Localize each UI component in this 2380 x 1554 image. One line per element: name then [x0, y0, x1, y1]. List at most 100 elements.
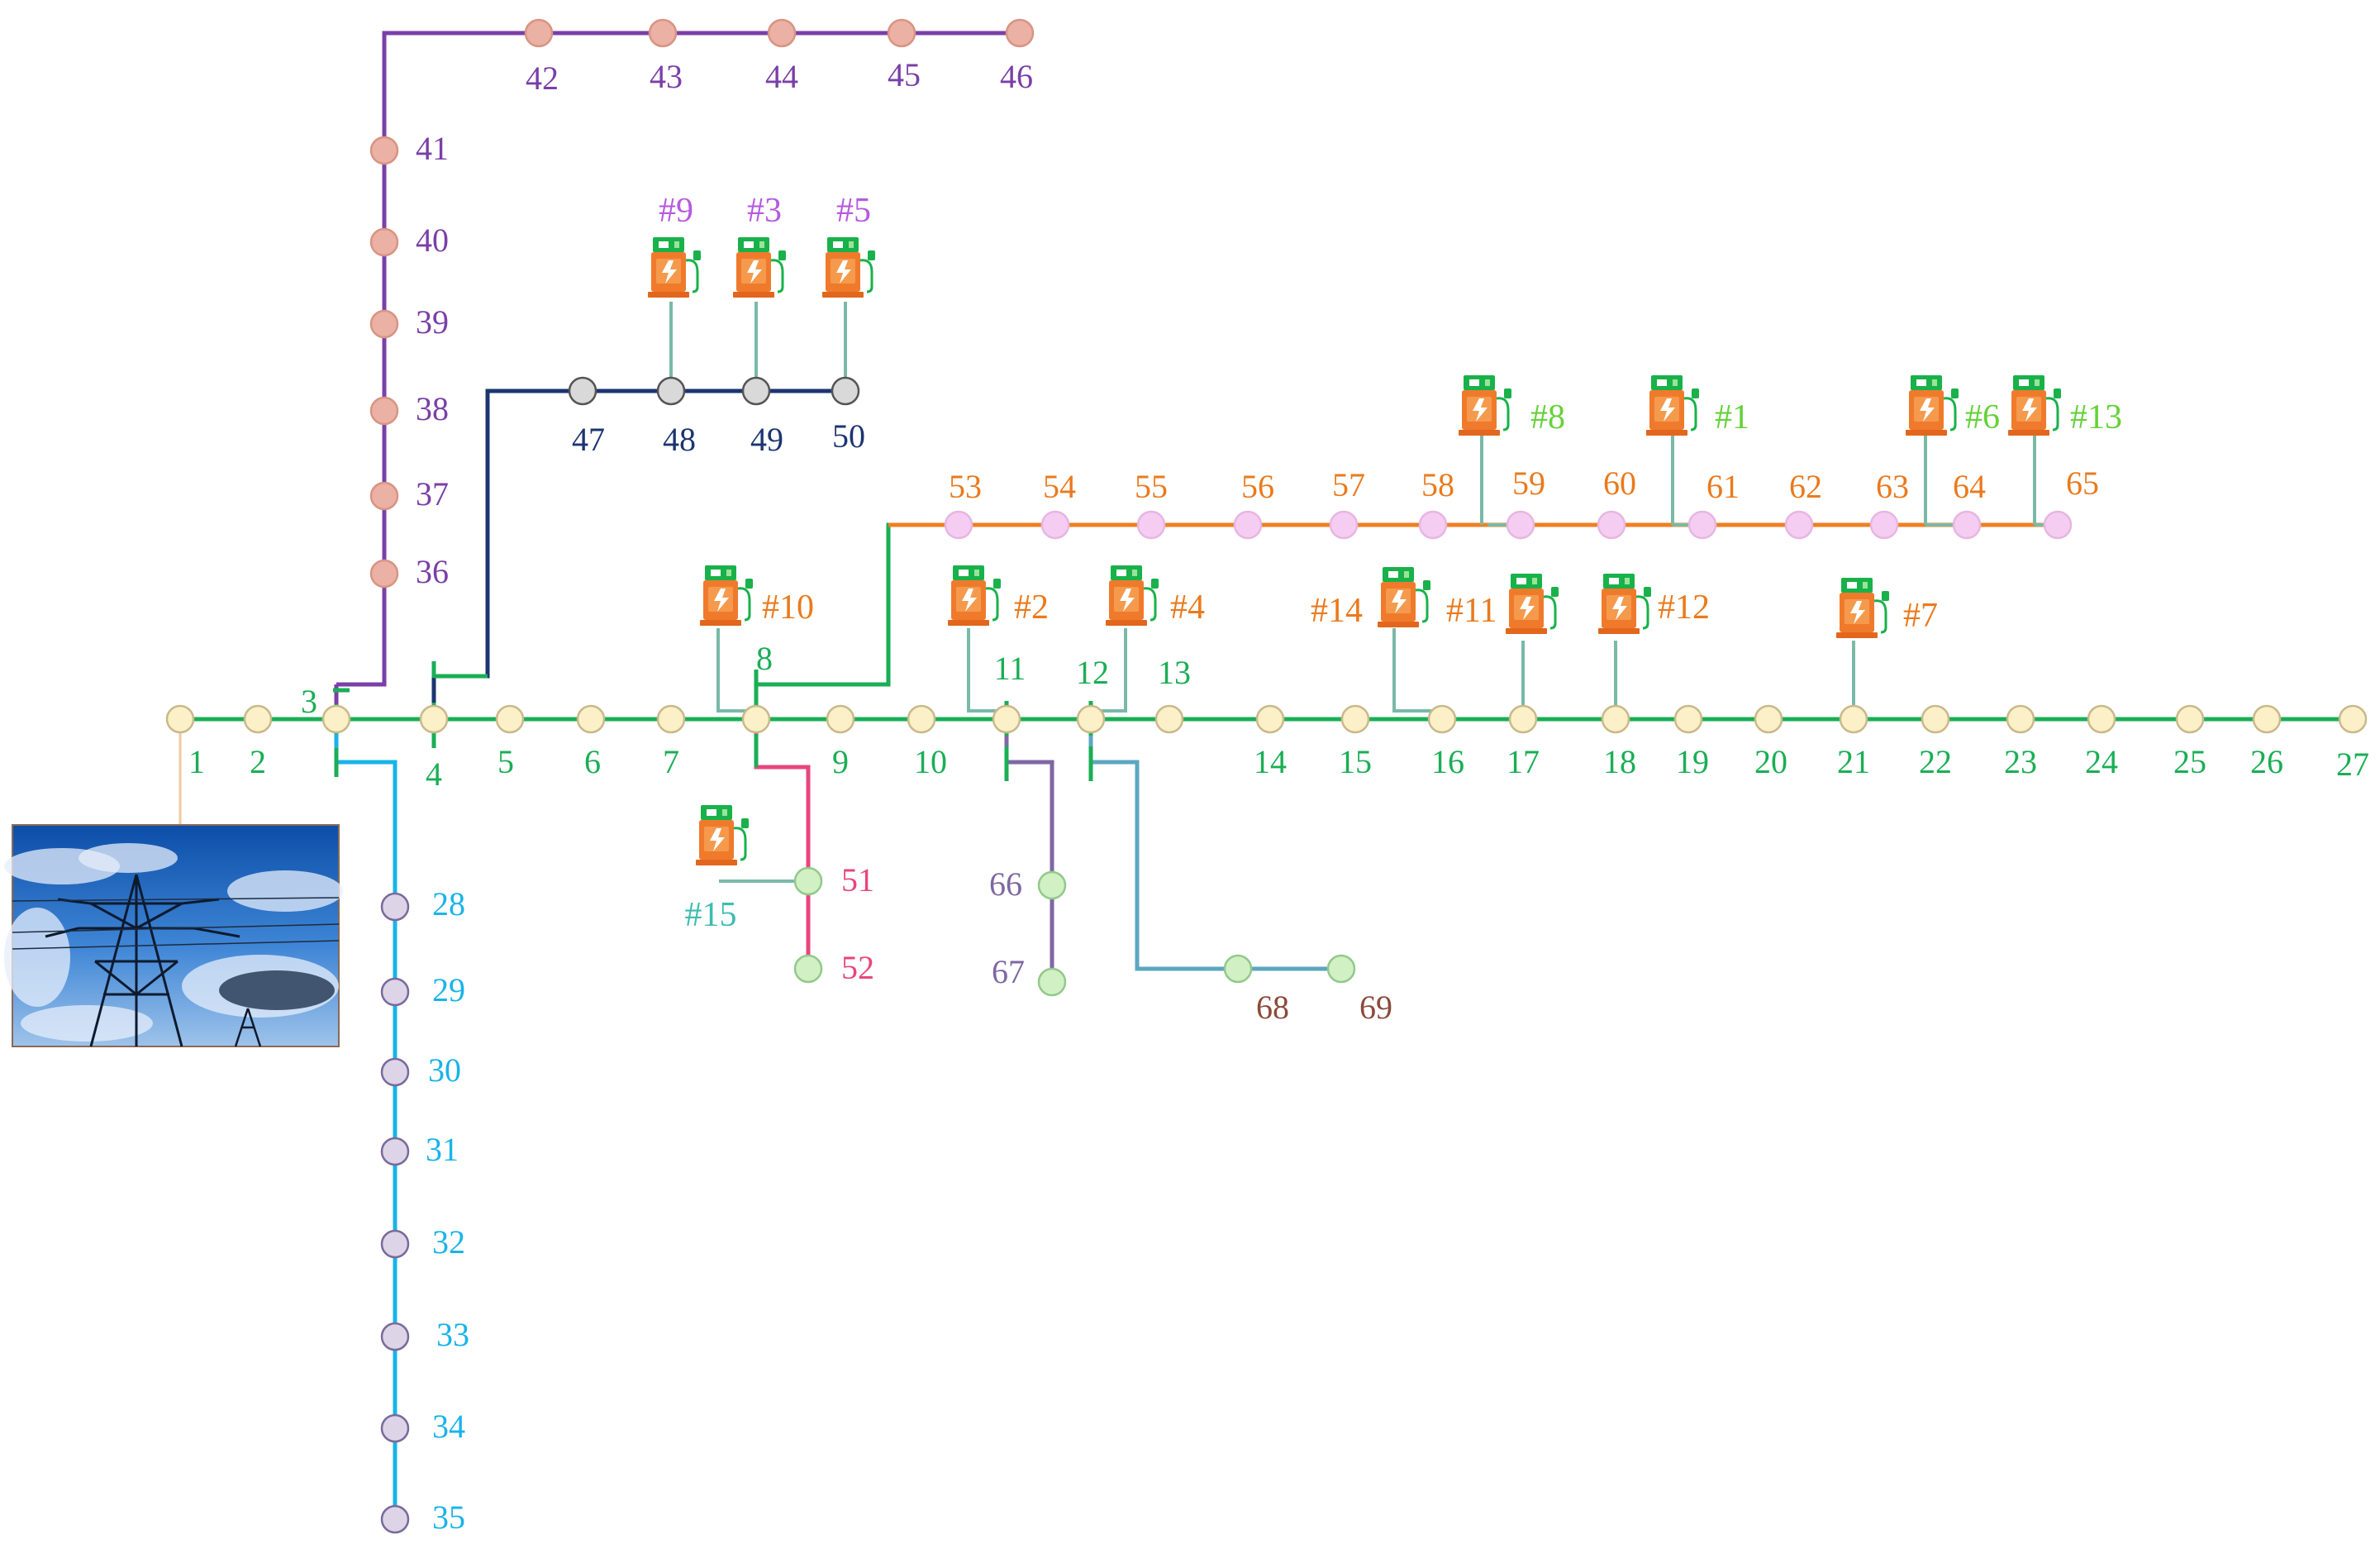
branch-line-66-67 [1004, 719, 1054, 982]
bus-node-52 [793, 954, 823, 984]
bus-node-33 [380, 1322, 410, 1351]
bus-node-35 [380, 1504, 410, 1534]
bus-node-26 [2252, 704, 2282, 734]
bus-node-28 [380, 892, 410, 922]
bus-node-9 [826, 704, 855, 734]
ev-station-label-3: #3 [747, 192, 782, 230]
bus-label-66: 66 [989, 865, 1022, 903]
ev-station-label-12: #12 [1658, 589, 1710, 627]
ev-charging-station-icon-1 [1645, 374, 1701, 437]
bus-node-66 [1037, 870, 1067, 900]
bus-node-41 [369, 136, 399, 165]
bus-node-12 [1076, 704, 1106, 734]
bus-label-19: 19 [1676, 743, 1709, 780]
bus-label-36: 36 [416, 553, 449, 590]
bus-label-10: 10 [914, 743, 947, 780]
bus-node-67 [1037, 967, 1067, 997]
bus-node-30 [380, 1057, 410, 1087]
bus-node-69 [1326, 954, 1356, 984]
bus-label-14: 14 [1254, 743, 1287, 780]
bus-label-12: 12 [1076, 654, 1109, 691]
bus-node-29 [380, 977, 410, 1007]
bus-label-38: 38 [416, 390, 449, 427]
bus-node-54 [1040, 510, 1070, 540]
photo-power-line [12, 940, 340, 950]
bus-node-11 [992, 704, 1021, 734]
photo-tower-strut [181, 898, 220, 905]
bus-label-54: 54 [1043, 468, 1076, 505]
ev-station-label-7: #7 [1903, 597, 1938, 635]
bus-label-48: 48 [663, 421, 696, 458]
photo-cloud [21, 1005, 153, 1042]
bus-label-17: 17 [1507, 743, 1540, 780]
ev-feeder-link [967, 628, 1007, 713]
ev-feeder-link [1392, 628, 1442, 713]
branch-line-28-35 [334, 719, 397, 1519]
ev-charging-station-icon-7 [1835, 576, 1891, 640]
ev-charging-station-icon-10 [698, 564, 754, 627]
bus-label-20: 20 [1754, 743, 1787, 780]
ev-station-label-1: #1 [1715, 398, 1749, 436]
bus-label-42: 42 [526, 60, 559, 97]
bus-label-25: 25 [2173, 743, 2206, 780]
photo-power-line [12, 923, 340, 933]
bus-node-53 [944, 510, 973, 540]
bus-node-7 [656, 704, 686, 734]
bus-label-15: 15 [1339, 743, 1372, 780]
bus-node-55 [1136, 510, 1166, 540]
bus-label-32: 32 [432, 1223, 465, 1261]
bus-node-44 [767, 18, 797, 48]
ev-station-label-15: #15 [685, 896, 737, 934]
bus-label-16: 16 [1431, 743, 1464, 780]
bus-node-3 [321, 704, 351, 734]
branch-line-51-52 [754, 719, 811, 969]
bus-node-22 [1921, 704, 1950, 734]
bus-node-65 [2043, 510, 2073, 540]
photo-tower-strut [94, 960, 137, 996]
bus-node-39 [369, 309, 399, 339]
bus-label-46: 46 [1000, 58, 1033, 95]
ev-charging-station-icon-14 [1376, 565, 1432, 629]
bus-label-41: 41 [416, 130, 449, 167]
bus-label-26: 26 [2250, 743, 2283, 780]
bus-node-10 [907, 704, 936, 734]
bus-node-38 [369, 396, 399, 426]
bus-label-52: 52 [841, 949, 874, 986]
photo-tower-strut [193, 927, 240, 938]
ev-charging-station-icon-8 [1457, 374, 1513, 437]
bus-label-63: 63 [1876, 468, 1909, 505]
ev-charging-station-icon-11 [1504, 572, 1560, 636]
bus-label-30: 30 [428, 1051, 461, 1089]
bus-node-13 [1154, 704, 1184, 734]
bus-node-14 [1255, 704, 1285, 734]
bus-label-22: 22 [1919, 743, 1952, 780]
bus-label-39: 39 [416, 303, 449, 341]
ev-station-label-9: #9 [659, 192, 693, 230]
ev-station-label-5: #5 [836, 192, 871, 230]
bus-label-7: 7 [663, 743, 679, 780]
ev-charging-station-icon-13 [2006, 374, 2063, 437]
bus-label-3: 3 [301, 683, 317, 720]
bus-label-21: 21 [1837, 743, 1870, 780]
bus-node-50 [831, 376, 860, 406]
bus-label-62: 62 [1789, 468, 1822, 505]
bus-label-31: 31 [426, 1131, 459, 1168]
bus-node-4 [419, 704, 449, 734]
bus-label-34: 34 [432, 1408, 465, 1445]
bus-node-58 [1418, 510, 1448, 540]
photo-dark-cloud [219, 970, 335, 1010]
substation-photo [4, 824, 343, 1047]
bus-label-37: 37 [416, 475, 449, 512]
ev-charging-station-icon-3 [731, 236, 788, 299]
photo-tower-strut [45, 927, 79, 938]
ev-charging-station-icon-4 [1104, 564, 1160, 627]
bus-label-27: 27 [2336, 746, 2369, 783]
bus-label-65: 65 [2066, 465, 2099, 502]
bus-node-57 [1329, 510, 1359, 540]
ev-charging-station-icon-2 [946, 564, 1002, 627]
bus-label-53: 53 [949, 468, 982, 505]
bus-node-6 [576, 704, 606, 734]
bus-node-15 [1340, 704, 1370, 734]
bus-node-36 [369, 559, 399, 589]
bus-label-69: 69 [1359, 989, 1392, 1026]
